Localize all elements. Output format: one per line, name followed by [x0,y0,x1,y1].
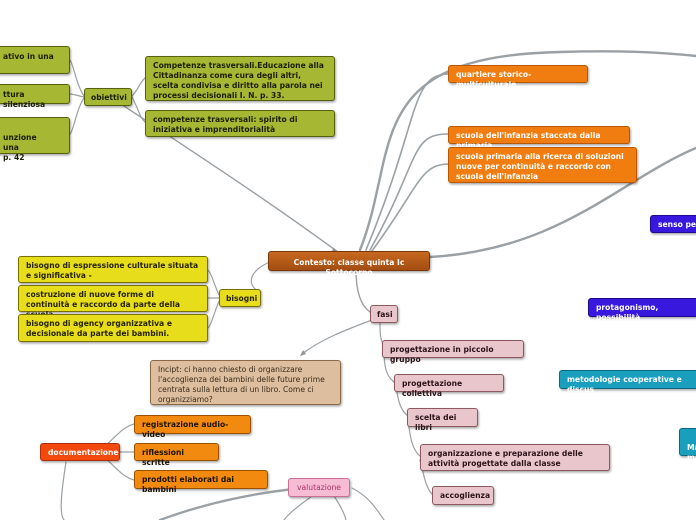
fasi-label: fasi [377,310,393,319]
link-doc-loop [60,461,67,520]
valutazione-label: valutazione [297,483,341,492]
contesto-primaria-label: scuola primaria alla ricerca di soluzion… [456,152,624,181]
obiettivi-left-item-3[interactable]: unzione una p. 42 [0,117,70,162]
link-obiettivi-left1 [69,59,85,97]
contesto-infanzia[interactable]: scuola dell'infanzia staccata dalla prim… [448,126,630,150]
bisogni-item-3[interactable]: bisogno di agency organizzativa e decisi… [18,314,208,342]
documentazione-item-3-label: prodotti elaborati dai bambini [142,475,234,494]
obiettivi-left-item-2-label: ttura silenziosa [3,90,46,109]
bisogni-label: bisogni [226,294,258,303]
contesto-infanzia-label: scuola dell'infanzia staccata dalla prim… [456,131,601,150]
fasi-item-4[interactable]: organizzazione e preparazione delle atti… [420,444,610,471]
contesto-quartiere[interactable]: quartiere storico- multiculturale [448,65,588,89]
right-protagonismo-node[interactable]: protagonismo, possibilità [588,298,696,322]
link-val-1 [283,495,313,520]
bisogni-item-1[interactable]: bisogno di espressione culturale situata… [18,256,208,283]
fasi-item-3[interactable]: scelta dei libri [407,408,478,432]
right-ma-label: Ma ma [687,442,696,462]
fasi-item-4-label: organizzazione e preparazione delle atti… [428,449,583,468]
obiettivi-left-item-1[interactable]: ativo in una [0,46,70,74]
link-center-right [428,146,696,259]
incipit-note[interactable]: Incipt: ci hanno chiesto di organizzare … [150,360,341,405]
bisogni-item-1-label: bisogno di espressione culturale situata… [26,261,199,280]
obiettivi-right-item-1-label: Competenze trasversali.Educazione alla C… [153,61,324,100]
link-obiettivi-left3 [69,97,85,135]
documentazione-node[interactable]: documentazione [40,443,120,461]
link-center-quartiere [365,73,449,251]
obiettivi-right-item-2[interactable]: competenze trasversali: spirito di inizi… [145,110,335,137]
valutazione-node[interactable]: valutazione [288,478,350,497]
link-obiettivi-right1 [131,77,146,97]
fasi-item-1-label: progettazione in piccolo gruppo [390,345,494,364]
link-center-fasi [355,269,371,313]
documentazione-label: documentazione [48,448,119,457]
central-topic[interactable]: Contesto: classe quinta Ic Sottocorno [268,251,430,277]
right-senso-node[interactable]: senso per [650,215,696,233]
obiettivi-left-item-2[interactable]: ttura silenziosa [0,84,70,109]
documentazione-item-1-label: registrazione audio-video [142,420,229,439]
right-metodologie-node[interactable]: metodologie cooperative e discus [559,370,696,394]
link-center-infanzia [369,133,449,251]
incipit-label: Incipt: ci hanno chiesto di organizzare … [158,365,325,404]
fasi-item-5-label: accoglienza [440,491,491,500]
fasi-node[interactable]: fasi [370,305,398,323]
link-bisogni-1 [207,269,221,298]
link-val-3 [351,487,385,520]
bisogni-node[interactable]: bisogni [219,289,261,307]
bisogni-item-3-label: bisogno di agency organizzativa e decisi… [26,319,172,338]
obiettivi-right-item-1[interactable]: Competenze trasversali.Educazione alla C… [145,56,335,101]
fasi-item-5[interactable]: accoglienza [432,486,494,505]
documentazione-item-3[interactable]: prodotti elaborati dai bambini [134,470,268,494]
obiettivi-node[interactable]: obiettivi [84,88,132,106]
obiettivi-label: obiettivi [91,93,127,102]
right-protagonismo-label: protagonismo, possibilità [596,303,659,322]
documentazione-item-2-label: riflessioni scritte [142,448,184,467]
right-metodologie-label: metodologie cooperative e discus [567,375,682,394]
bisogni-item-2[interactable]: costruzione di nuove forme di continuità… [18,285,208,319]
obiettivi-left-item-3-label: unzione una p. 42 [3,132,37,162]
contesto-quartiere-label: quartiere storico- multiculturale [456,70,532,89]
right-ma-node[interactable]: Ma ma [679,428,696,462]
right-senso-label: senso per [658,220,696,229]
obiettivi-right-item-2-label: competenze trasversali: spirito di inizi… [153,115,298,134]
link-obiettivi-right2 [131,96,146,123]
link-fasi-incipit [301,319,373,355]
arrowhead-incipit [300,350,306,356]
fasi-item-2[interactable]: progettazione collettiva [394,374,504,398]
link-bisogni-3 [207,298,221,329]
link-val-2 [333,495,347,520]
fasi-item-3-label: scelta dei libri [415,413,457,432]
link-center-top [358,50,696,252]
contesto-primaria[interactable]: scuola primaria alla ricerca di soluzion… [448,147,637,183]
fasi-item-1[interactable]: progettazione in piccolo gruppo [382,340,524,364]
fasi-item-2-label: progettazione collettiva [402,379,463,398]
link-obiettivi-left2 [69,93,85,98]
documentazione-item-2[interactable]: riflessioni scritte [134,443,219,467]
documentazione-item-1[interactable]: registrazione audio-video [134,415,251,439]
link-center-primaria [371,163,449,252]
obiettivi-left-item-1-label: ativo in una [3,52,54,61]
central-topic-label: Contesto: classe quinta Ic Sottocorno [293,258,405,277]
